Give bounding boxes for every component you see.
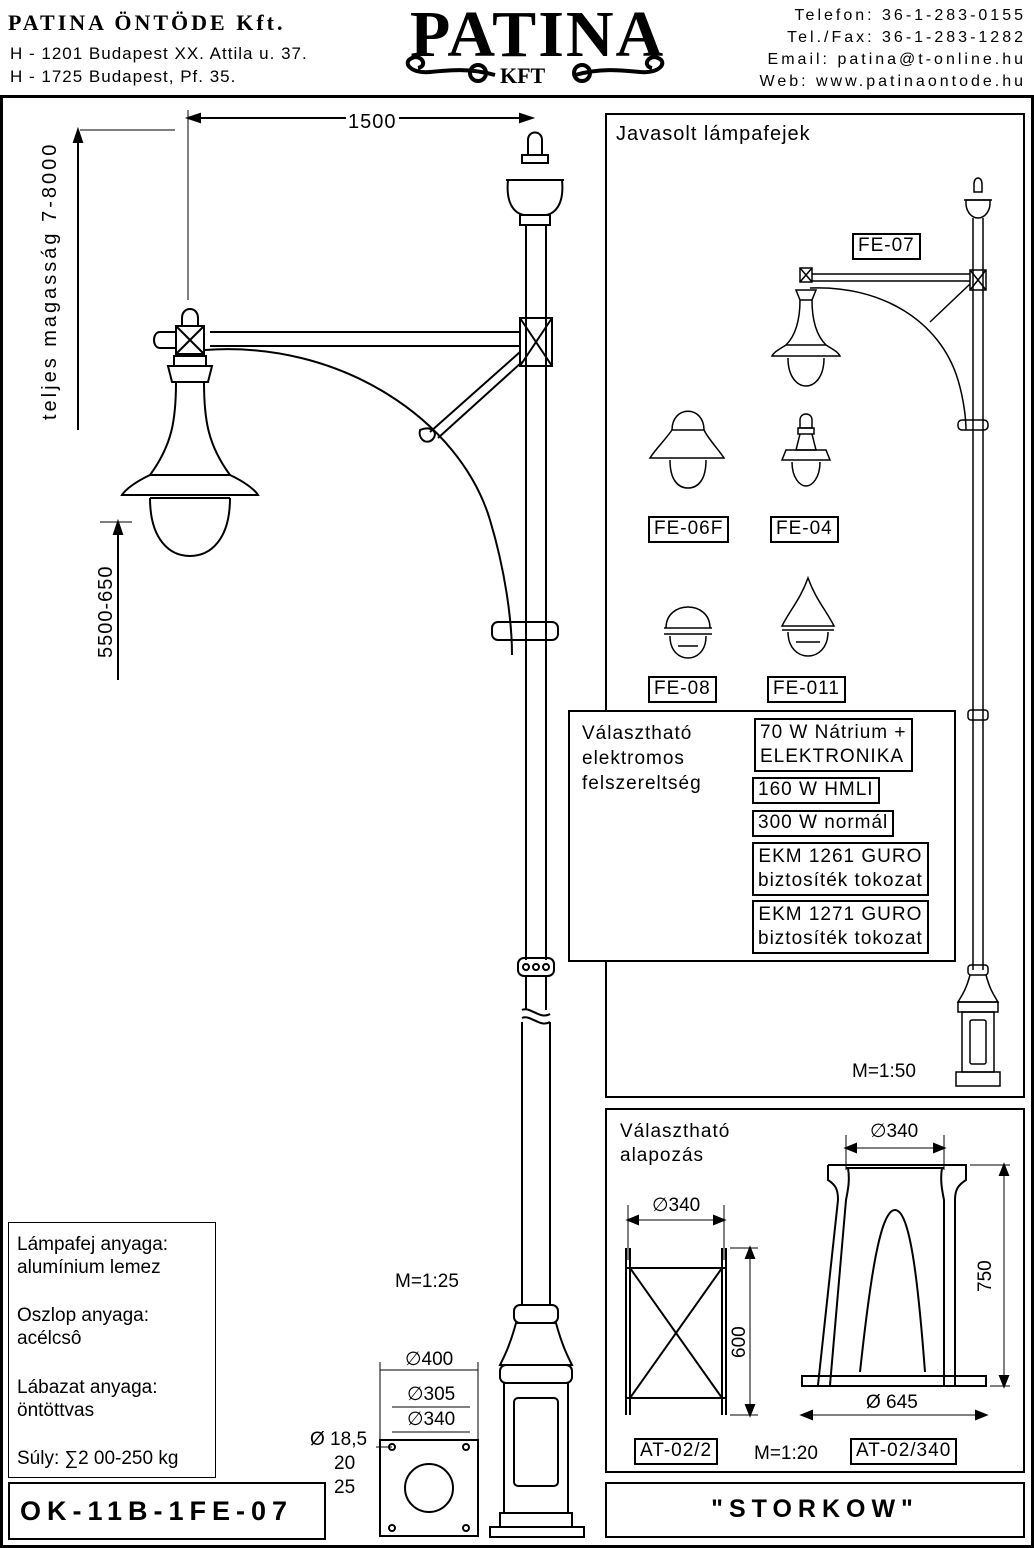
- fe-04-drawing: [780, 413, 832, 487]
- base-dim-20: 20: [334, 1453, 356, 1474]
- foundation-title-line-1: Választható: [620, 1121, 731, 1142]
- total-height-label: teljes magasság 7-8000: [39, 141, 61, 420]
- electrical-title-line-1: Választható: [582, 723, 693, 744]
- fe-011-drawing: [780, 575, 836, 657]
- product-code-box: OK-11B-1FE-07: [8, 1482, 326, 1540]
- at-02-2-drawing: [625, 1205, 758, 1418]
- lamp-head-fe-07: FE-07: [852, 233, 921, 260]
- base-material-label: Lábazat anyaga:: [17, 1377, 158, 1398]
- product-name: "STORKOW": [711, 1495, 919, 1523]
- electrical-title-line-2: elektromos: [582, 748, 685, 769]
- at02340-bottom-diameter: Ø 645: [866, 1392, 918, 1413]
- fe-06f-drawing: [648, 410, 726, 489]
- foundation-panel: [605, 1108, 1025, 1473]
- product-name-box: "STORKOW": [605, 1482, 1025, 1538]
- website: Web: www.patinaontode.hu: [759, 73, 1026, 90]
- fe-08-drawing: [664, 606, 712, 659]
- lamp-heads-title: Javasolt lámpafejek: [616, 123, 811, 145]
- base-material-value: öntöttvas: [17, 1400, 95, 1421]
- foundation-title-line-2: alapozás: [620, 1145, 705, 1166]
- lamp-head-material-value: alumínium lemez: [17, 1257, 161, 1278]
- address-line-1: H - 1201 Budapest XX. Attila u. 37.: [10, 44, 308, 63]
- at02340-code: AT-02/340: [850, 1438, 958, 1465]
- at022-height: 600: [729, 1326, 750, 1358]
- lamp-head-fe-08: FE-08: [648, 676, 717, 703]
- electrical-option-ekm1271: EKM 1271 GURO biztosíték tokozat: [752, 900, 929, 954]
- fax: Tel./Fax: 36-1-283-1282: [787, 29, 1026, 46]
- lamp-heads-scale: M=1:50: [852, 1061, 916, 1082]
- electrical-title-line-3: felszereltség: [582, 773, 702, 794]
- company-name: PATINA ÖNTÖDE Kft.: [8, 10, 286, 35]
- electrical-option-160w: 160 W HMLI: [752, 777, 880, 804]
- base-dim-340: ∅340: [407, 1409, 456, 1430]
- main-scale: M=1:25: [395, 1271, 459, 1292]
- pole-material-value: acélcsô: [17, 1328, 82, 1349]
- base-dim-25: 25: [334, 1477, 356, 1498]
- product-code: OK-11B-1FE-07: [20, 1496, 294, 1526]
- logo-subtitle: KFT: [500, 63, 546, 88]
- drawing-frame: [0, 95, 1034, 1548]
- address-line-2: H - 1725 Budapest, Pf. 35.: [10, 67, 237, 86]
- lamp-head-material-label: Lámpafej anyaga:: [17, 1234, 169, 1255]
- lamp-head-fe-011: FE-011: [767, 676, 846, 703]
- at02340-top-diameter: ∅340: [870, 1121, 919, 1142]
- base-dim-305: ∅305: [407, 1384, 456, 1405]
- electrical-option-300w: 300 W normál: [752, 810, 895, 837]
- base-dim-400: ∅400: [405, 1349, 454, 1370]
- electrical-option-70w: 70 W Nátrium + ELEKTRONIKA: [754, 718, 913, 772]
- phone: Telefon: 36-1-283-0155: [794, 7, 1026, 24]
- at022-diameter: ∅340: [652, 1195, 701, 1216]
- at-02-340-drawing: [799, 1135, 1010, 1421]
- width-dimension: 1500: [346, 111, 399, 133]
- lamp-heads-panel: [605, 113, 1025, 1098]
- lamp-head-fe-04: FE-04: [770, 516, 839, 543]
- pole-material-label: Oszlop anyaga:: [17, 1305, 150, 1326]
- foundation-scale: M=1:20: [754, 1443, 818, 1464]
- base-hole-dim: Ø 18,5: [310, 1429, 368, 1450]
- at022-code: AT-02/2: [634, 1438, 719, 1465]
- electrical-option-ekm1261: EKM 1261 GURO biztosíték tokozat: [752, 842, 929, 896]
- lower-height-label: 5500-650: [95, 565, 117, 658]
- lamp-head-fe-06f: FE-06F: [648, 516, 730, 543]
- materials-box: Lámpafej anyaga: alumínium lemez Oszlop …: [8, 1222, 216, 1478]
- email: Email: patina@t-online.hu: [767, 51, 1026, 68]
- at02340-height: 750: [975, 1260, 996, 1292]
- weight: Súly: ∑2 00-250 kg: [17, 1448, 179, 1469]
